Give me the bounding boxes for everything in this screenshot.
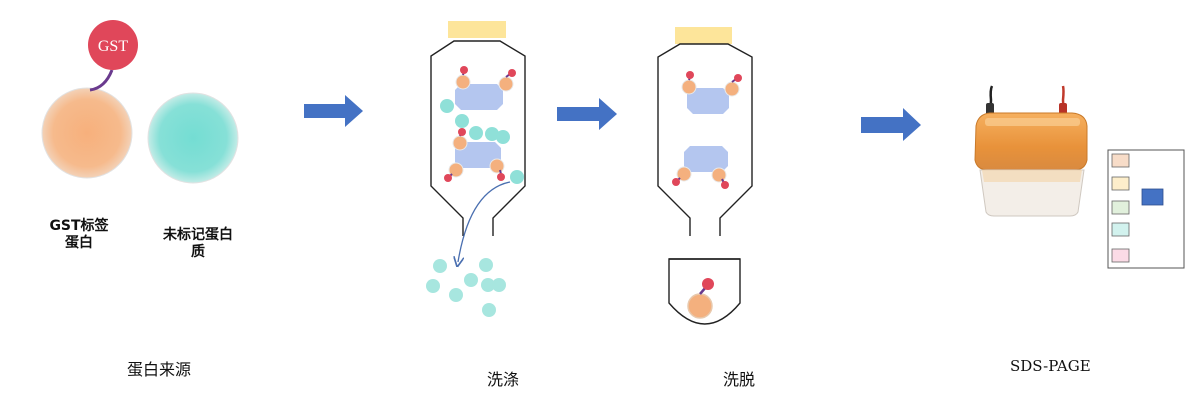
step-label-source: 蛋白来源 [127,360,192,379]
electrode-wire-red [1061,85,1066,121]
free-untagged-protein [510,170,524,184]
gst-tag-label: GST [98,38,128,55]
bound-gst-protein [711,167,729,189]
lane-swatch [1111,222,1130,237]
gel-tank-highlight [985,118,1080,126]
step-arrow-2 [557,98,617,130]
flowthrough-protein [492,278,506,292]
free-untagged-protein [440,99,454,113]
bound-gst-protein [498,69,516,92]
bound-gst-protein [724,74,742,97]
untagged-protein-label-line2: 质 [191,244,205,260]
step-arrow-3 [861,108,921,141]
bead [684,146,728,172]
wash-column [426,21,526,317]
collection-tube [668,258,741,325]
eluted-gst-protein [687,278,714,319]
bound-gst-protein [489,158,505,181]
bead [455,84,503,110]
bead [687,88,729,114]
gst-protein-sphere [41,87,133,179]
lane-swatch [1111,153,1130,168]
untagged-protein-label: 未标记蛋白 质 [155,227,241,261]
flowthrough-protein [426,279,440,293]
gst-band [1141,188,1164,206]
elute-column-body [657,43,753,236]
elute-column [657,27,753,325]
gst-protein-label: GST标签 蛋白 [48,218,110,252]
bead [455,142,501,168]
gel-result-panel [1107,149,1185,269]
gst-tag [88,20,138,70]
sds-page-apparatus [974,85,1088,217]
lane-swatch [1111,200,1130,215]
bound-gst-protein [444,162,464,182]
flow-through-arrow [458,181,511,262]
electrode-wire-black [988,85,994,121]
flowthrough-protein [482,303,496,317]
untagged-protein-label-line1: 未标记蛋白 [163,227,233,243]
flowthrough-protein [433,259,447,273]
elute-column-cap [675,27,732,44]
step-label-wash: 洗涤 [487,370,520,389]
gel-tank-band [982,170,1082,182]
free-untagged-protein [455,114,469,128]
gst-tagged-protein: GST [41,20,138,179]
lane-swatch [1111,248,1130,263]
bound-gst-protein [452,128,468,151]
bound-gst-protein [672,166,692,186]
flowthrough-protein [479,258,493,272]
free-untagged-protein [485,127,499,141]
wash-column-cap [448,21,506,38]
bound-gst-protein [455,66,471,90]
gst-protein-label-line2: 蛋白 [65,235,93,251]
step-label-elute: 洗脱 [723,370,756,389]
bound-gst-protein [681,71,697,95]
free-untagged-protein [469,126,483,140]
flowthrough-protein [464,273,478,287]
gst-protein-label-line1: GST标签 [49,218,109,234]
gst-linker [89,69,114,92]
wash-column-body [430,40,526,236]
flowthrough-protein [449,288,463,302]
free-untagged-protein [496,130,510,144]
flowthrough-protein [481,278,495,292]
step-label-sds-page: SDS-PAGE [1010,357,1091,375]
untagged-protein-sphere [147,92,239,184]
gel-tank-lid [974,112,1088,171]
lane-swatch [1111,176,1130,191]
step-arrow-1 [304,95,363,127]
